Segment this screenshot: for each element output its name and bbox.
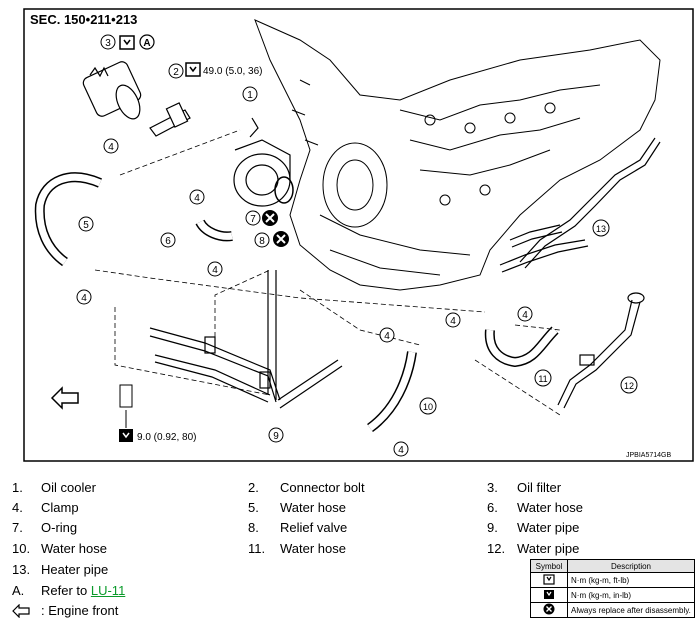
callout-9: 9 [268,427,284,443]
svg-text:4: 4 [212,265,218,276]
callout-8: 8 [254,232,270,248]
symbol-table-row: N·m (kg-m, in-lb) [530,587,695,603]
torque-wrench-icon [543,573,555,585]
callout-2: 2 [168,63,184,79]
water-hose-10-outline [366,351,417,433]
callout-4: 4 [393,441,409,457]
symbol-table-header: Symbol Description [530,559,695,573]
svg-text:4: 4 [384,331,390,342]
leader-lines [94,129,561,416]
callout-12: 12 [620,376,638,394]
water-hose-6-part [196,220,233,240]
svg-text:7: 7 [250,214,256,225]
callout-3: 3 [100,34,116,50]
svg-text:5: 5 [83,220,89,231]
heater-pipe-13-part [499,137,661,273]
svg-text:1: 1 [247,90,253,101]
svg-text:2: 2 [173,67,179,78]
water-hose-10-part [367,351,416,431]
oil-filter-torque-icon [119,35,135,50]
svg-text:4: 4 [194,193,200,204]
engine-front-arrow-icon [50,386,79,410]
water-pipe-12-part [557,292,645,409]
torque-wrench-small-icon [544,589,554,599]
callout-4: 4 [189,189,205,205]
description-column-header: Description [567,559,695,573]
o-ring-part [274,176,294,204]
svg-text:4: 4 [81,293,87,304]
callout-4: 4 [76,289,92,305]
svg-text:A: A [143,38,150,49]
svg-text:3: 3 [105,38,111,49]
connector-bolt-torque-icon [185,62,201,77]
svg-text:11: 11 [538,374,547,384]
water-hose-11-part [486,327,558,366]
svg-text:4: 4 [522,310,528,321]
figure-code: JPBIA5714GB [626,452,671,459]
callout-10: 10 [419,397,437,415]
oil-cooler-part [233,117,291,207]
symbol-table-row: N·m (kg-m, ft-lb) [530,572,695,588]
relief-valve-symbol [273,231,289,247]
clamp-bolt-torque-icon [119,429,133,442]
svg-text:4: 4 [398,445,404,456]
callout-7: 7 [245,210,261,226]
callout-5: 5 [78,216,94,232]
svg-text:13: 13 [596,224,606,234]
clamp-bolt-part [119,384,133,408]
lu-11-link[interactable]: LU-11 [90,583,126,598]
symbol-table-row: Always replace after disassembly. [530,602,695,618]
callout-11: 11 [534,369,552,387]
svg-text:4: 4 [450,316,456,327]
clamp-bolt-torque-value: 9.0 (0.92, 80) [137,432,196,443]
callout-13: 13 [592,219,610,237]
o-ring-replace-symbol [262,210,278,226]
section-code: SEC. 150•211•213 [30,12,137,27]
connector-bolt-part [149,102,191,137]
water-hose-5-part [36,173,102,265]
svg-text:8: 8 [259,236,265,247]
replace-x-icon [543,603,555,615]
callout-4: 4 [517,306,533,322]
water-pipe-9-part [149,270,343,409]
engine-block-illustration [254,19,661,291]
svg-text:12: 12 [624,381,634,391]
svg-text:6: 6 [165,236,171,247]
engine-front-legend-icon [12,604,30,618]
svg-text:9: 9 [273,431,279,442]
callout-4: 4 [103,138,119,154]
svg-text:4: 4 [108,142,114,153]
callout-4: 4 [445,312,461,328]
svg-text:10: 10 [423,402,433,412]
callout-4: 4 [207,261,223,277]
oil-filter-part [82,61,142,120]
callout-1: 1 [242,86,258,102]
letter-a-marker: A [139,34,155,50]
connector-bolt-torque-value: 49.0 (5.0, 36) [203,66,262,77]
callout-4: 4 [379,327,395,343]
symbol-column-header: Symbol [530,559,568,573]
diagram-frame [23,8,694,462]
symbol-table: Symbol Description N·m (kg-m, ft-lb) N·m… [530,559,695,618]
callout-6: 6 [160,232,176,248]
